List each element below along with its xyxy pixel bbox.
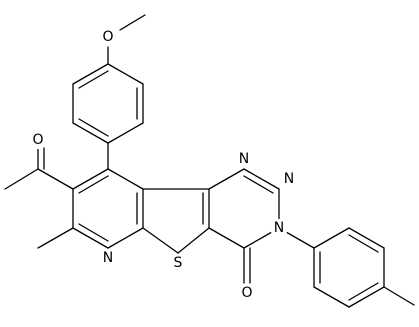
atom-o-methoxy: O [102,29,113,45]
bond-th-1 [142,227,179,254]
bond-tol-2 [348,227,385,249]
bond-tol-5 [313,286,350,308]
bond-aryl1-4-inner [78,118,109,137]
bond-py-4 [72,227,109,249]
atom-n-triazine-3: N [274,220,284,236]
bond-py-3 [107,227,144,249]
bond-tol-methyl [383,286,415,306]
bond-aryl1-6 [72,63,109,85]
atom-n-triazine-1: N [239,151,249,167]
bond-tz-2 [243,168,280,190]
bond-tol-1 [313,227,350,249]
bond-methyl-o [119,14,146,31]
bond-py-4-inner [78,223,109,242]
bond-aryl1-1 [107,63,144,85]
bond-py-1 [107,168,144,190]
bond-tol-4-inner [348,282,379,301]
bond-tol-4 [348,286,385,308]
atom-n-triazine-2: N [284,171,294,187]
bond-py-methyl [37,227,74,249]
bond-aryl1-6-inner [78,70,109,89]
bond-tz-5 [208,227,245,249]
bond-tz-2-inner [243,175,274,194]
atom-s-thiophene: S [174,255,183,271]
atom-o-carbonyl: O [241,285,252,301]
bond-tol-2-inner [348,234,379,253]
bond-acetyl-ring [37,168,74,190]
bond-aryl1-3 [107,122,144,144]
bond-aryl1-4 [72,122,109,144]
bond-py-6-inner [78,175,109,194]
atom-labels: O O N S N N N O [29,28,298,302]
atom-n-pyridine: N [103,250,113,266]
bond-tz-1 [208,168,245,190]
atom-o-acetyl: O [32,132,43,148]
bond-acetyl-methyl [4,168,39,190]
bond-th-2 [177,227,210,254]
bonds [4,14,415,308]
bond-py-6 [72,168,109,190]
